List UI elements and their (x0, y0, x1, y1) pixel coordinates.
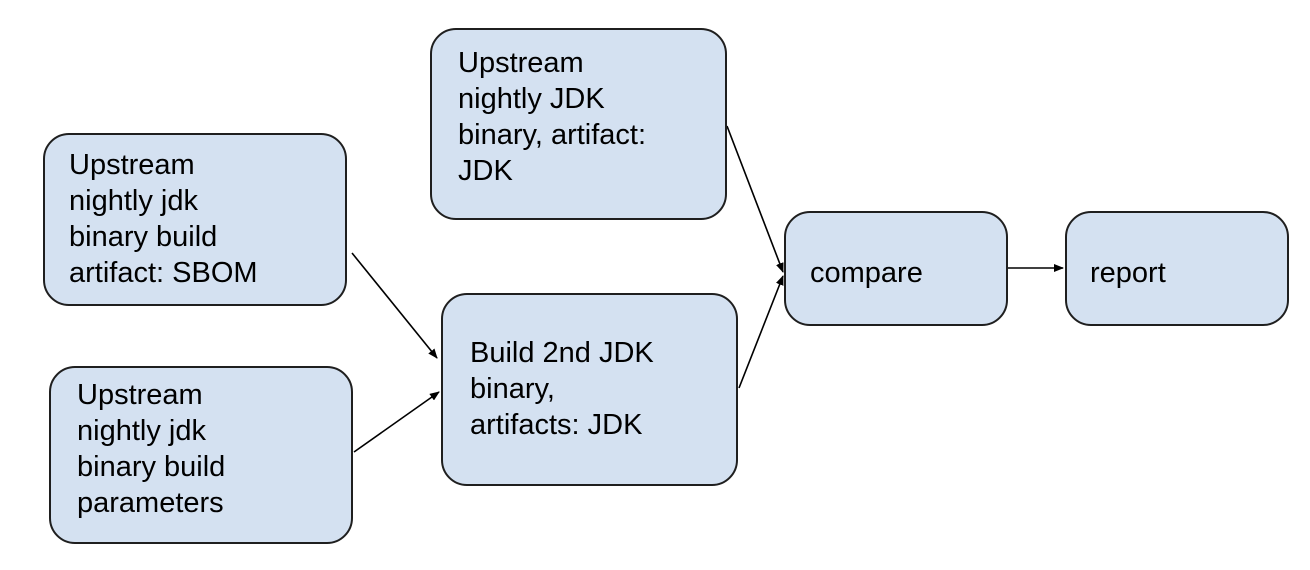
node-upstream-sbom: Upstream nightly jdk binary build artifa… (43, 133, 347, 306)
node-compare: compare (784, 211, 1008, 326)
edge-upstream-to-compare (726, 125, 784, 273)
node-upstream-jdk-binary: Upstream nightly JDK binary, artifact: J… (430, 28, 727, 220)
node-upstream-parameters: Upstream nightly jdk binary build parame… (49, 366, 353, 544)
node-report: report (1065, 211, 1289, 326)
edge-params-to-build (353, 391, 440, 453)
edge-sbom-to-build (351, 252, 438, 359)
node-build-2nd-jdk: Build 2nd JDK binary, artifacts: JDK (441, 293, 738, 486)
edge-build-to-compare (738, 275, 784, 389)
